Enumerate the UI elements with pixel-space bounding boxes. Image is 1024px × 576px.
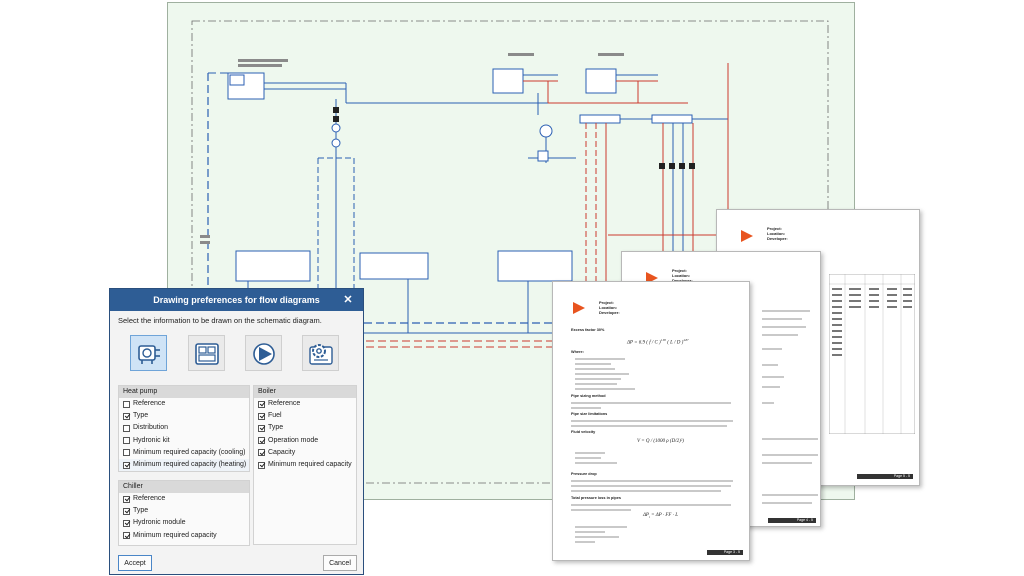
excess-factor-text: Excess factor 30% [571, 328, 605, 332]
dialog-instructions: Select the information to be drawn on th… [118, 316, 322, 325]
boiler-capacity-option[interactable]: Capacity [254, 447, 356, 459]
chiller-min-capacity-option[interactable]: Minimum required capacity [119, 530, 249, 542]
boiler-type-checkbox[interactable] [258, 424, 265, 432]
boiler-operation-mode-option[interactable]: Operation mode [254, 435, 356, 447]
chiller-group: Chiller Reference Type Hydronic module M… [118, 480, 250, 546]
hp-hydronic-kit-checkbox[interactable] [123, 437, 130, 445]
formula-velocity: V = Q / (1000 ρ (D/2)²) [637, 439, 684, 444]
company-logo-icon [573, 302, 585, 314]
fluid-velocity-heading: Fluid velocity [571, 430, 596, 434]
boiler-min-capacity-checkbox[interactable] [258, 461, 265, 469]
drawing-preferences-dialog: Drawing preferences for flow diagrams ✕ … [109, 288, 364, 575]
pressure-drop-heading: Pressure drop [571, 472, 597, 476]
close-icon[interactable]: ✕ [343, 294, 353, 306]
boiler-reference-checkbox[interactable] [258, 400, 265, 408]
cancel-button[interactable]: Cancel [323, 555, 357, 571]
heat-pump-category-button[interactable] [130, 335, 167, 371]
boiler-capacity-checkbox[interactable] [258, 449, 265, 457]
boiler-fuel-option[interactable]: Fuel [254, 410, 356, 422]
chiller-hydronic-module-option[interactable]: Hydronic module [119, 517, 249, 529]
formula-pressure: ΔP = 6.9 ( f / C )1.85 ( L / D )4.87 [627, 338, 689, 346]
hp-reference-option[interactable]: Reference [119, 398, 249, 410]
boiler-category-button[interactable] [188, 335, 225, 371]
hp-hydronic-kit-option[interactable]: Hydronic kit [119, 435, 249, 447]
hp-capacity-cooling-option[interactable]: Minimum required capacity (cooling) [119, 447, 249, 459]
chiller-min-capacity-checkbox[interactable] [123, 532, 130, 540]
settings-category-button[interactable] [302, 335, 339, 371]
boiler-min-capacity-option[interactable]: Minimum required capacity [254, 459, 356, 471]
boiler-icon [195, 343, 219, 365]
project-label: Project: [767, 226, 782, 231]
where-heading: Where: [571, 350, 584, 354]
developer-label: Developer: [767, 236, 788, 241]
hp-type-checkbox[interactable] [123, 412, 130, 420]
heat-pump-group-header: Heat pump [119, 386, 249, 398]
hp-capacity-heating-option[interactable]: Minimum required capacity (heating) [119, 458, 249, 472]
hp-type-option[interactable]: Type [119, 410, 249, 422]
chiller-reference-checkbox[interactable] [123, 495, 130, 503]
developer-label: Developer: [672, 278, 693, 283]
pump-icon [253, 343, 275, 365]
hp-distribution-checkbox[interactable] [123, 424, 130, 432]
project-label: Project: [599, 300, 614, 305]
hp-distribution-option[interactable]: Distribution [119, 422, 249, 434]
report-page-front: Project: Location: Developer: Excess fac… [552, 281, 750, 561]
company-logo-icon [741, 230, 753, 242]
page-footer: Page 3 - 5 [707, 550, 743, 555]
boiler-type-option[interactable]: Type [254, 422, 356, 434]
chiller-type-checkbox[interactable] [123, 507, 130, 515]
chiller-reference-option[interactable]: Reference [119, 493, 249, 505]
project-label: Project: [672, 268, 687, 273]
settings-icon [309, 344, 333, 365]
page-footer: Page 4 - 5 [768, 518, 816, 523]
developer-label: Developer: [599, 310, 620, 315]
dialog-title: Drawing preferences for flow diagrams [153, 295, 320, 305]
boiler-reference-option[interactable]: Reference [254, 398, 356, 410]
boiler-fuel-checkbox[interactable] [258, 412, 265, 420]
chiller-type-option[interactable]: Type [119, 505, 249, 517]
dialog-title-bar: Drawing preferences for flow diagrams ✕ [110, 289, 363, 311]
pipe-size-heading: Pipe size limitations [571, 412, 608, 416]
boiler-group: Boiler Reference Fuel Type Operation mod… [253, 385, 357, 545]
location-label: Location: [767, 231, 785, 236]
results-table [829, 274, 915, 434]
formula-total: ΔPt = ΔP · FF · L [643, 513, 679, 519]
page-footer: Page 5 - 5 [857, 474, 913, 479]
pipe-sizing-heading: Pipe sizing method [571, 394, 606, 398]
heat-pump-icon [138, 345, 160, 364]
boiler-group-header: Boiler [254, 386, 356, 398]
chiller-hydronic-module-checkbox[interactable] [123, 519, 130, 527]
location-label: Location: [599, 305, 617, 310]
total-loss-heading: Total pressure loss in pipes [571, 496, 621, 500]
boiler-operation-mode-checkbox[interactable] [258, 437, 265, 445]
pump-category-button[interactable] [245, 335, 282, 371]
heat-pump-group: Heat pump Reference Type Distribution Hy… [118, 385, 250, 472]
chiller-group-header: Chiller [119, 481, 249, 493]
hp-capacity-heating-checkbox[interactable] [123, 461, 130, 469]
hp-reference-checkbox[interactable] [123, 400, 130, 408]
accept-button[interactable]: Accept [118, 555, 152, 571]
location-label: Location: [672, 273, 690, 278]
hp-capacity-cooling-checkbox[interactable] [123, 449, 130, 457]
